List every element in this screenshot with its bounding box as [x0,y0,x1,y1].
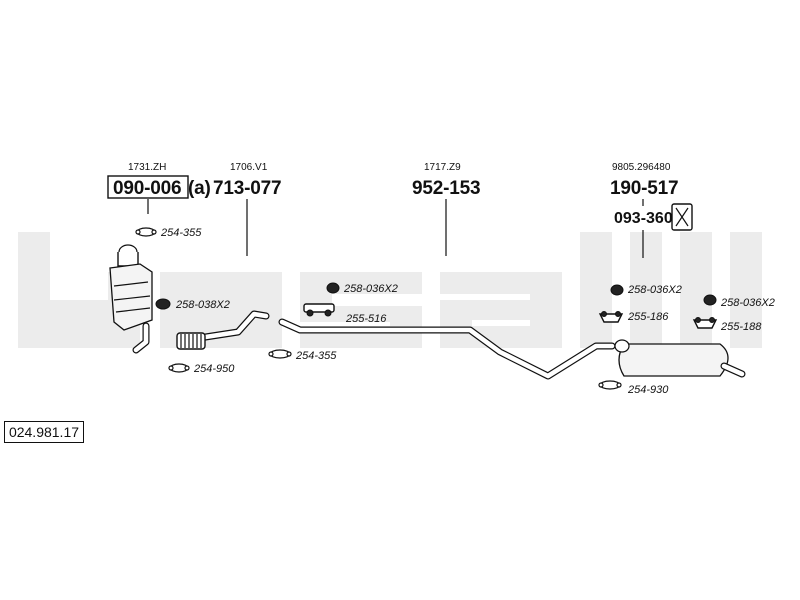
accessory-label-11[interactable]: 254-930 [627,384,669,396]
accessory-label-10[interactable]: 255-188 [720,321,762,333]
diagram-code-label: 024.981.17 [4,421,84,443]
part-suffix-1: (a) [188,178,211,199]
extra-part-number[interactable]: 093-360 [614,210,673,227]
oe-ref-2: 1706.V1 [230,162,268,173]
accessory-bracket-8 [598,311,624,323]
oe-ref-3: 1717.Z9 [424,162,461,173]
extra-part-icon [671,203,693,231]
accessory-gasket-2 [155,298,171,310]
accessory-bracket-5 [303,303,335,317]
accessory-label-7[interactable]: 258-036X2 [627,284,682,296]
leader-lines [147,199,644,258]
accessory-rubber-9 [703,294,717,306]
accessory-label-2[interactable]: 258-038X2 [175,299,230,311]
accessory-label-8[interactable]: 255-186 [627,311,669,323]
rear-silencer-drawing [614,339,746,378]
accessory-label-6[interactable]: 254-355 [295,350,337,362]
accessory-label-4[interactable]: 258-036X2 [343,283,398,295]
accessory-clamp-6 [268,349,292,359]
accessory-label-5[interactable]: 255-516 [345,313,387,325]
front-pipe-drawing [176,310,270,350]
accessory-bracket-10 [692,317,718,329]
oe-ref-4: 9805.296480 [612,162,671,173]
part-number-1[interactable]: 090-006 [113,178,182,199]
accessory-clamp-1 [135,227,157,237]
catalytic-converter-drawing [109,244,153,354]
accessory-label-1[interactable]: 254-355 [160,227,202,239]
accessory-rubber-4 [326,282,340,294]
part-number-2[interactable]: 713-077 [213,178,282,199]
accessory-clamp-11 [598,380,622,390]
accessory-label-3[interactable]: 254-950 [193,363,235,375]
accessory-rubber-7 [610,284,624,296]
accessory-label-9[interactable]: 258-036X2 [720,297,775,309]
accessory-clamp-3 [168,363,190,373]
part-number-box-1 [107,175,189,199]
part-number-3[interactable]: 952-153 [412,178,481,199]
part-number-4[interactable]: 190-517 [610,178,679,199]
centre-pipe-drawing [278,318,616,380]
oe-ref-1: 1731.ZH [128,162,166,173]
